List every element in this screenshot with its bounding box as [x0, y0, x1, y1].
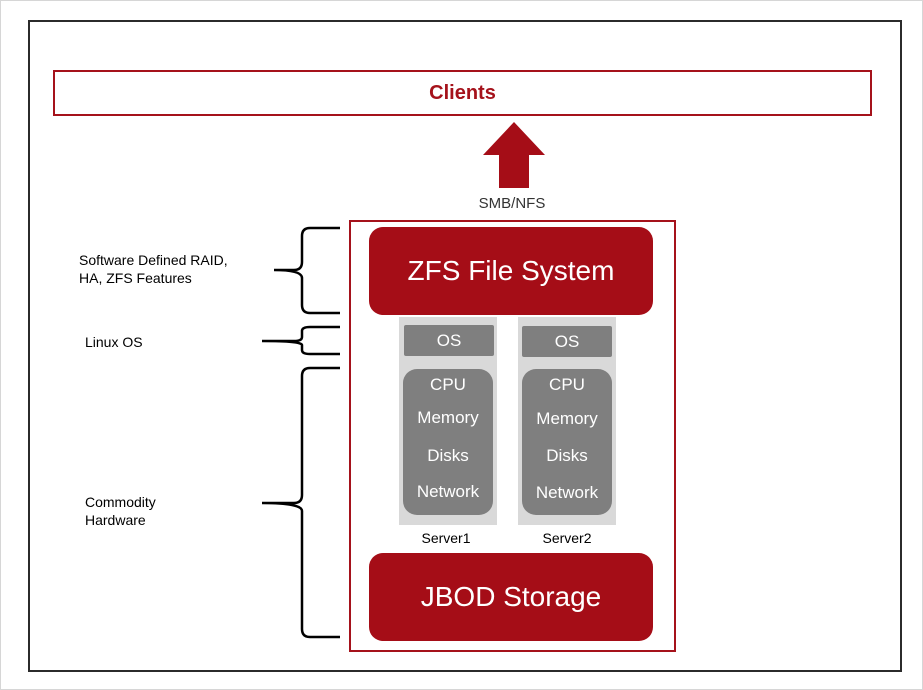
protocol-label: SMB/NFS: [478, 195, 546, 212]
raid-brace: [273, 226, 340, 315]
raid-annotation-line1: Software Defined RAID,: [79, 252, 228, 268]
server1-memory-label: Memory: [417, 408, 479, 427]
hardware-annotation: Commodity Hardware: [85, 493, 156, 529]
raid-annotation: Software Defined RAID, HA, ZFS Features: [79, 251, 228, 287]
jbod-storage-block: JBOD Storage: [369, 553, 653, 641]
server1-cpu-label: CPU: [430, 375, 466, 394]
hardware-annotation-line1: Commodity: [85, 494, 156, 510]
up-arrow-icon: [483, 122, 545, 188]
server2-os-label: OS: [554, 331, 580, 351]
server2-hardware-box: CPU Memory Disks Network: [522, 369, 612, 515]
linux-brace: [261, 325, 340, 356]
linux-annotation: Linux OS: [85, 334, 143, 350]
server2-disks-label: Disks: [546, 446, 588, 465]
clients-box: Clients: [53, 70, 872, 116]
server1-hardware-box: CPU Memory Disks Network: [403, 369, 493, 515]
zfs-label: ZFS File System: [407, 255, 615, 286]
server1-network-label: Network: [416, 482, 480, 501]
server2-os-box: OS: [522, 326, 612, 357]
clients-label: Clients: [429, 81, 496, 104]
raid-annotation-line2: HA, ZFS Features: [79, 270, 192, 286]
server1-os-label: OS: [436, 330, 462, 350]
server2-label: Server2: [542, 530, 592, 546]
server2-cpu-label: CPU: [549, 375, 585, 394]
server2-network-label: Network: [535, 483, 599, 502]
jbod-label: JBOD Storage: [420, 581, 602, 612]
zfs-file-system-block: ZFS File System: [369, 227, 653, 315]
hardware-annotation-line2: Hardware: [85, 512, 146, 528]
server1-os-box: OS: [404, 325, 494, 356]
server2-memory-label: Memory: [536, 409, 598, 428]
diagram-frame: [28, 20, 902, 672]
storage-stack-frame: [349, 220, 676, 652]
hardware-brace: [261, 366, 340, 639]
server1-label: Server1: [421, 530, 471, 546]
server1-disks-label: Disks: [427, 446, 469, 465]
